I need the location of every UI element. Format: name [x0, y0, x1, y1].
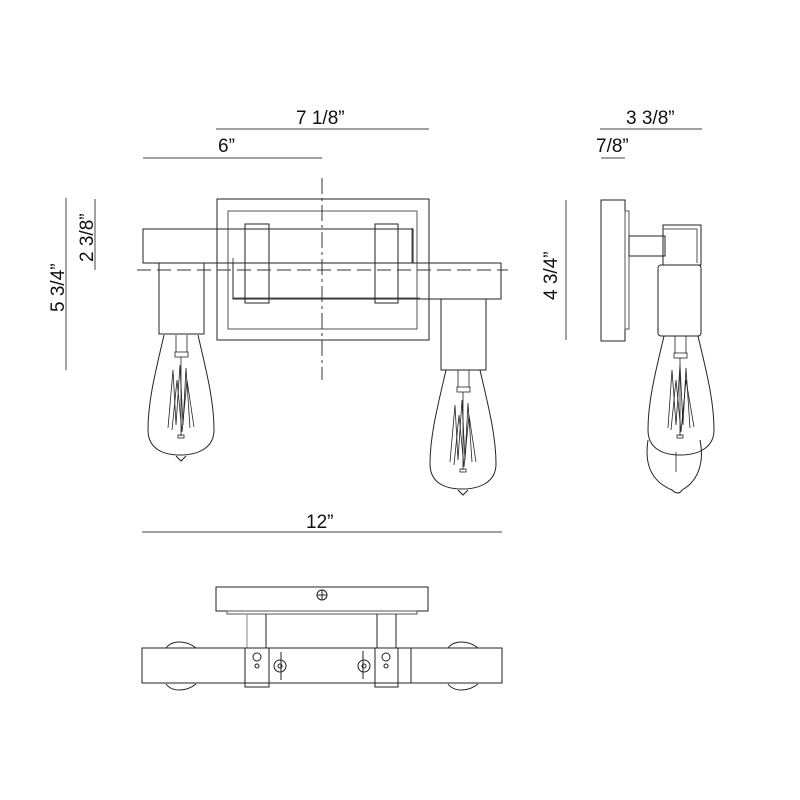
dim-label-backplate-height: 4 3/4” [541, 251, 562, 300]
dim-label-backplate-depth: 7/8” [596, 136, 629, 157]
set-screw-right-icon [357, 651, 371, 679]
mounting-screw-icon [316, 589, 328, 601]
set-screw-left-icon [273, 652, 287, 680]
side-bulb-front [647, 335, 715, 456]
dim-backplate-depth: 7/8” [596, 136, 629, 159]
top-bar [141, 647, 503, 684]
side-view: 3 3/8” 7/8” 4 3/4” [541, 108, 715, 494]
socket-right [440, 298, 487, 371]
dim-backplate-width: 7 1/8” [216, 108, 429, 130]
side-socket [657, 264, 702, 337]
lower-arm-bar [232, 262, 502, 300]
front-view: 7 1/8” 6” 5 3/4” 2 3/8” [48, 108, 508, 496]
top-clamp-right [374, 647, 399, 688]
dim-center-to-top: 2 3/8” [77, 199, 98, 270]
side-clamp [662, 224, 702, 266]
clamp-right [374, 223, 399, 304]
dim-label-overall-height: 5 3/4” [48, 263, 69, 312]
dim-label-overall-width: 12” [306, 512, 333, 533]
dim-backplate-height: 4 3/4” [541, 200, 567, 340]
top-view: 12” [141, 512, 503, 691]
dim-overall-height: 5 3/4” [48, 198, 69, 370]
socket-left [158, 262, 205, 335]
bulb-right [429, 369, 497, 496]
upper-arm-bar [142, 228, 414, 264]
dim-label-extension: 3 3/8” [626, 108, 675, 129]
dim-label-arm-span: 6” [218, 136, 235, 157]
dim-overall-width: 12” [142, 512, 502, 533]
side-backplate [600, 199, 626, 342]
side-arm [628, 235, 666, 257]
dim-label-backplate-width: 7 1/8” [296, 108, 345, 129]
dim-extension: 3 3/8” [600, 108, 702, 130]
dim-label-center-to-top: 2 3/8” [77, 213, 98, 262]
top-clamp-left [244, 647, 270, 688]
dim-arm-span: 6” [143, 136, 322, 159]
clamp-left [244, 223, 270, 304]
bulb-left [147, 334, 215, 462]
